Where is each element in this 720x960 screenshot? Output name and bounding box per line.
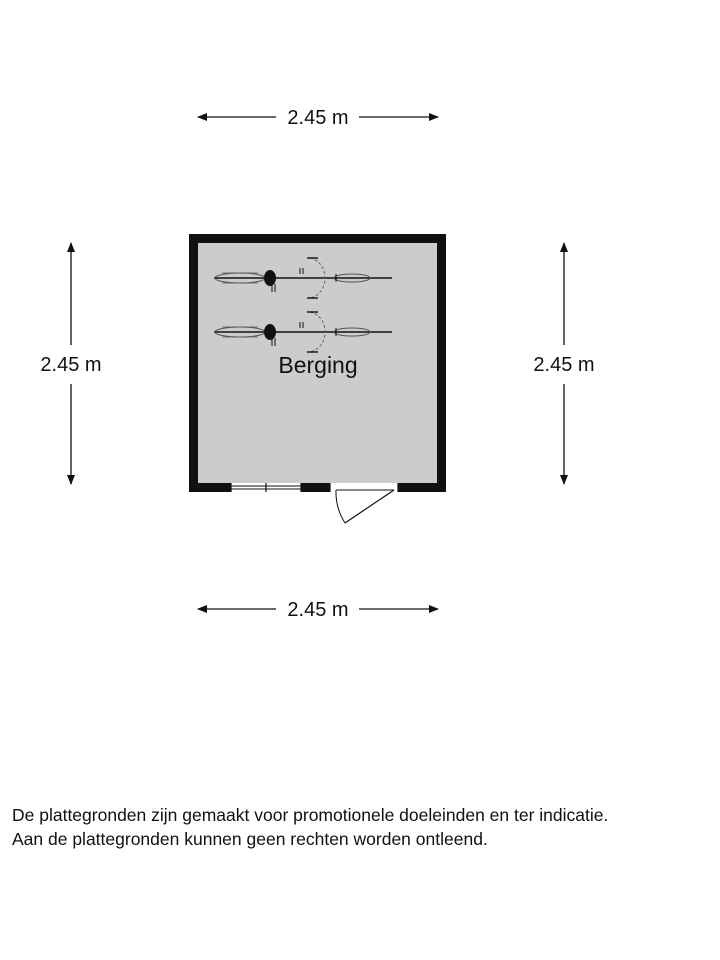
dimension-bottom-label: 2.45 m	[287, 599, 348, 621]
disclaimer-line-1: De plattegronden zijn gemaakt voor promo…	[12, 805, 609, 825]
dimension-top-label: 2.45 m	[287, 107, 348, 129]
room-label: Berging	[278, 352, 357, 378]
dimension-bottom: 2.45 m	[197, 599, 439, 621]
door	[329, 483, 399, 524]
room-berging: Berging	[189, 234, 446, 524]
disclaimer-line-2: Aan de plattegronden kunnen geen rechten…	[12, 829, 488, 849]
dimension-right-label: 2.45 m	[533, 354, 594, 376]
bicycle-icon	[214, 257, 392, 299]
dimension-left: 2.45 m	[40, 242, 102, 485]
dimension-left-label: 2.45 m	[40, 354, 101, 376]
dimension-top: 2.45 m	[197, 107, 439, 129]
dimension-right: 2.45 m	[533, 242, 595, 485]
disclaimer: De plattegronden zijn gemaakt voor promo…	[12, 803, 716, 851]
bicycle-icon	[214, 311, 392, 353]
window	[230, 483, 302, 492]
